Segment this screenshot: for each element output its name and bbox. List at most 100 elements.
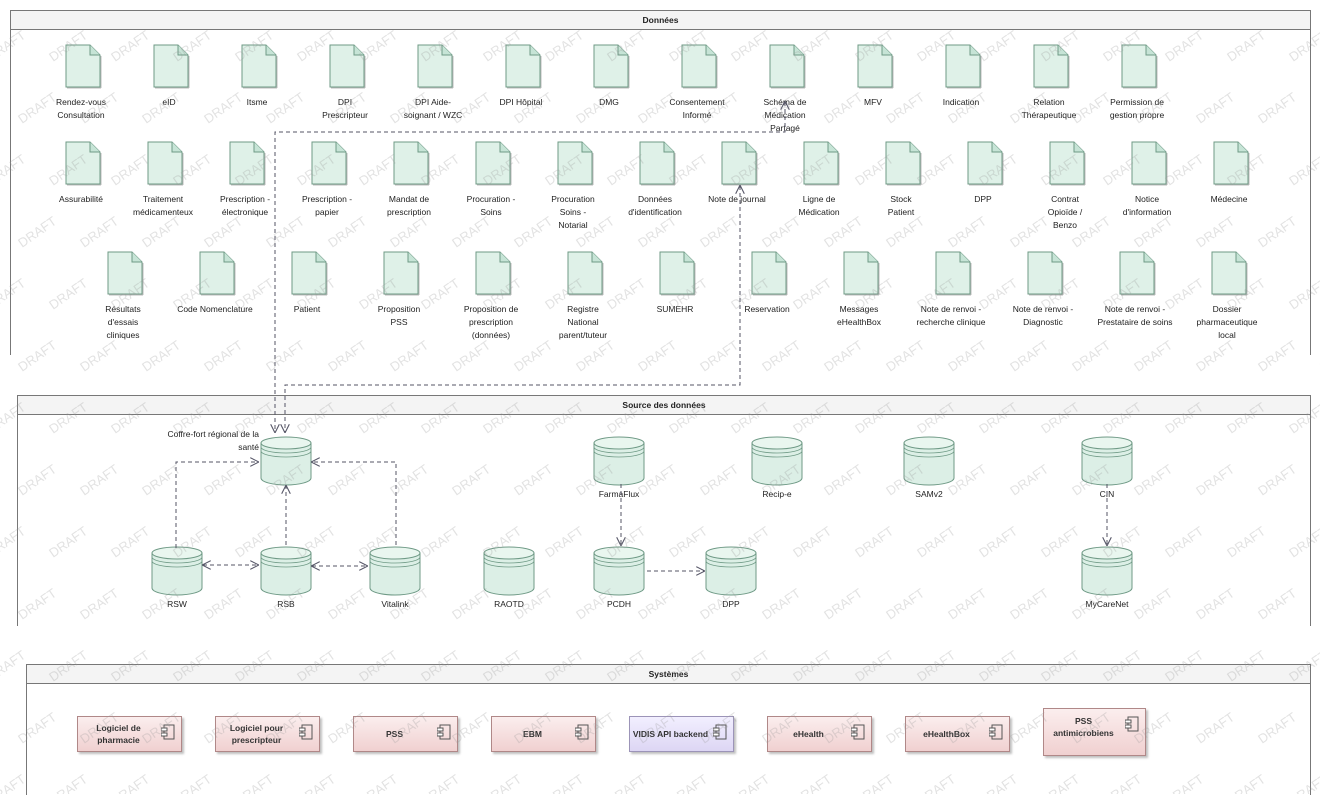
component-icon <box>1124 716 1139 734</box>
document-contrat-opioide-benzo[interactable] <box>1047 141 1087 187</box>
document-prescription-electronique[interactable] <box>227 141 267 187</box>
label-line: eHealthBox <box>837 317 881 327</box>
document-code-nomenclature[interactable] <box>197 251 237 297</box>
document-note-renvoi-prestataire[interactable] <box>1117 251 1157 297</box>
label-line: Note de renvoi - <box>1104 304 1166 314</box>
element-label: Itsme <box>215 96 299 109</box>
label-line: eHealth <box>793 729 824 739</box>
database-icon <box>260 546 312 596</box>
label-line: Messages <box>839 304 879 314</box>
component-pss-antimicrobiens[interactable]: PSS antimicrobiens <box>1043 708 1146 756</box>
document-note-renvoi-diagnostic[interactable] <box>1025 251 1065 297</box>
document-consentement-informe[interactable] <box>679 44 719 90</box>
document-note-renvoi-recherche[interactable] <box>933 251 973 297</box>
component-icon <box>988 724 1003 742</box>
database-rsw[interactable] <box>151 546 203 596</box>
document-eid[interactable] <box>151 44 191 90</box>
database-pcdh[interactable] <box>593 546 645 596</box>
label-line: Patient <box>887 207 915 217</box>
database-icon <box>483 546 535 596</box>
database-farmaflux[interactable] <box>593 436 645 486</box>
document-medecine[interactable] <box>1211 141 1251 187</box>
document-icon <box>107 251 144 296</box>
label-line: Logiciel pour <box>229 723 284 733</box>
document-dmg[interactable] <box>591 44 631 90</box>
element-label: RAOTD <box>469 598 549 611</box>
component-ehealthbox[interactable]: eHealthBox <box>905 716 1010 752</box>
database-rsb[interactable] <box>260 546 312 596</box>
element-label: Code Nomenclature <box>173 303 257 316</box>
document-ligne-medication[interactable] <box>801 141 841 187</box>
component-icon <box>436 724 451 742</box>
document-dpi-aide-soignant[interactable] <box>415 44 455 90</box>
component-ebm[interactable]: EBM <box>491 716 596 752</box>
document-icon <box>857 44 894 89</box>
database-samv2[interactable] <box>903 436 955 486</box>
database-vitalink[interactable] <box>369 546 421 596</box>
database-coffre-fort[interactable] <box>260 436 312 486</box>
document-icon <box>153 44 190 89</box>
document-resultats-essais-cliniques[interactable] <box>105 251 145 297</box>
database-raotd[interactable] <box>483 546 535 596</box>
document-schema-medication-partage[interactable] <box>767 44 807 90</box>
document-relation-therapeutique[interactable] <box>1031 44 1071 90</box>
document-dossier-pharmaceutique[interactable] <box>1209 251 1249 297</box>
database-mycarenet[interactable] <box>1081 546 1133 596</box>
document-icon <box>1121 44 1158 89</box>
component-icon <box>574 724 589 742</box>
document-icon <box>1049 141 1086 186</box>
label-line: Médication <box>798 207 840 217</box>
label-line: santé <box>238 442 259 452</box>
document-assurabilite[interactable] <box>63 141 103 187</box>
label-line: recherche clinique <box>916 317 986 327</box>
element-label: SAMv2 <box>889 488 969 501</box>
document-icon <box>505 44 542 89</box>
label-line: VIDIS API backend <box>632 729 709 739</box>
document-rendez-vous-consultation[interactable] <box>63 44 103 90</box>
document-permission-gestion-propre[interactable] <box>1119 44 1159 90</box>
document-messages-ehealthbox[interactable] <box>841 251 881 297</box>
component-ehealth[interactable]: eHealth <box>767 716 872 752</box>
document-dpi-hopital[interactable] <box>503 44 543 90</box>
element-label: Recip-e <box>737 488 817 501</box>
label-line: Note de renvoi - <box>1012 304 1074 314</box>
component-vidis[interactable]: VIDIS API backend <box>629 716 734 752</box>
label-line: Logiciel de <box>96 723 141 733</box>
element-label: Note de renvoi - Diagnostic <box>1001 303 1085 329</box>
document-icon <box>945 44 982 89</box>
element-label: PCDH <box>579 598 659 611</box>
component-icon <box>298 724 313 742</box>
component-pss[interactable]: PSS <box>353 716 458 752</box>
label-line: médicamenteux <box>132 207 193 217</box>
document-itsme[interactable] <box>239 44 279 90</box>
label-line: pharmaceutique <box>1196 317 1258 327</box>
label-line: DPP <box>974 194 992 204</box>
document-mfv[interactable] <box>855 44 895 90</box>
database-icon <box>903 436 955 486</box>
document-indication[interactable] <box>943 44 983 90</box>
database-icon <box>260 436 312 486</box>
label-line: eID <box>162 97 176 107</box>
document-dpp-doc[interactable] <box>965 141 1005 187</box>
document-stock-patient[interactable] <box>883 141 923 187</box>
document-notice-information[interactable] <box>1129 141 1169 187</box>
element-label: Note de renvoi - Prestataire de soins <box>1093 303 1177 329</box>
document-dpi-prescripteur[interactable] <box>327 44 367 90</box>
database-dpp-db[interactable] <box>705 546 757 596</box>
database-recip-e[interactable] <box>751 436 803 486</box>
label-line: Prestataire de soins <box>1097 317 1173 327</box>
label-line: gestion propre <box>1109 110 1165 120</box>
label-line: Ligne de <box>802 194 836 204</box>
element-label: Indication <box>919 96 1003 109</box>
document-traitement-medicamenteux[interactable] <box>145 141 185 187</box>
label-line: Résultats <box>105 304 141 314</box>
label-line: Traitement <box>142 194 184 204</box>
document-icon <box>147 141 184 186</box>
label-line: Coffre-fort régional de la <box>167 429 259 439</box>
label-line: Diagnostic <box>1023 317 1063 327</box>
